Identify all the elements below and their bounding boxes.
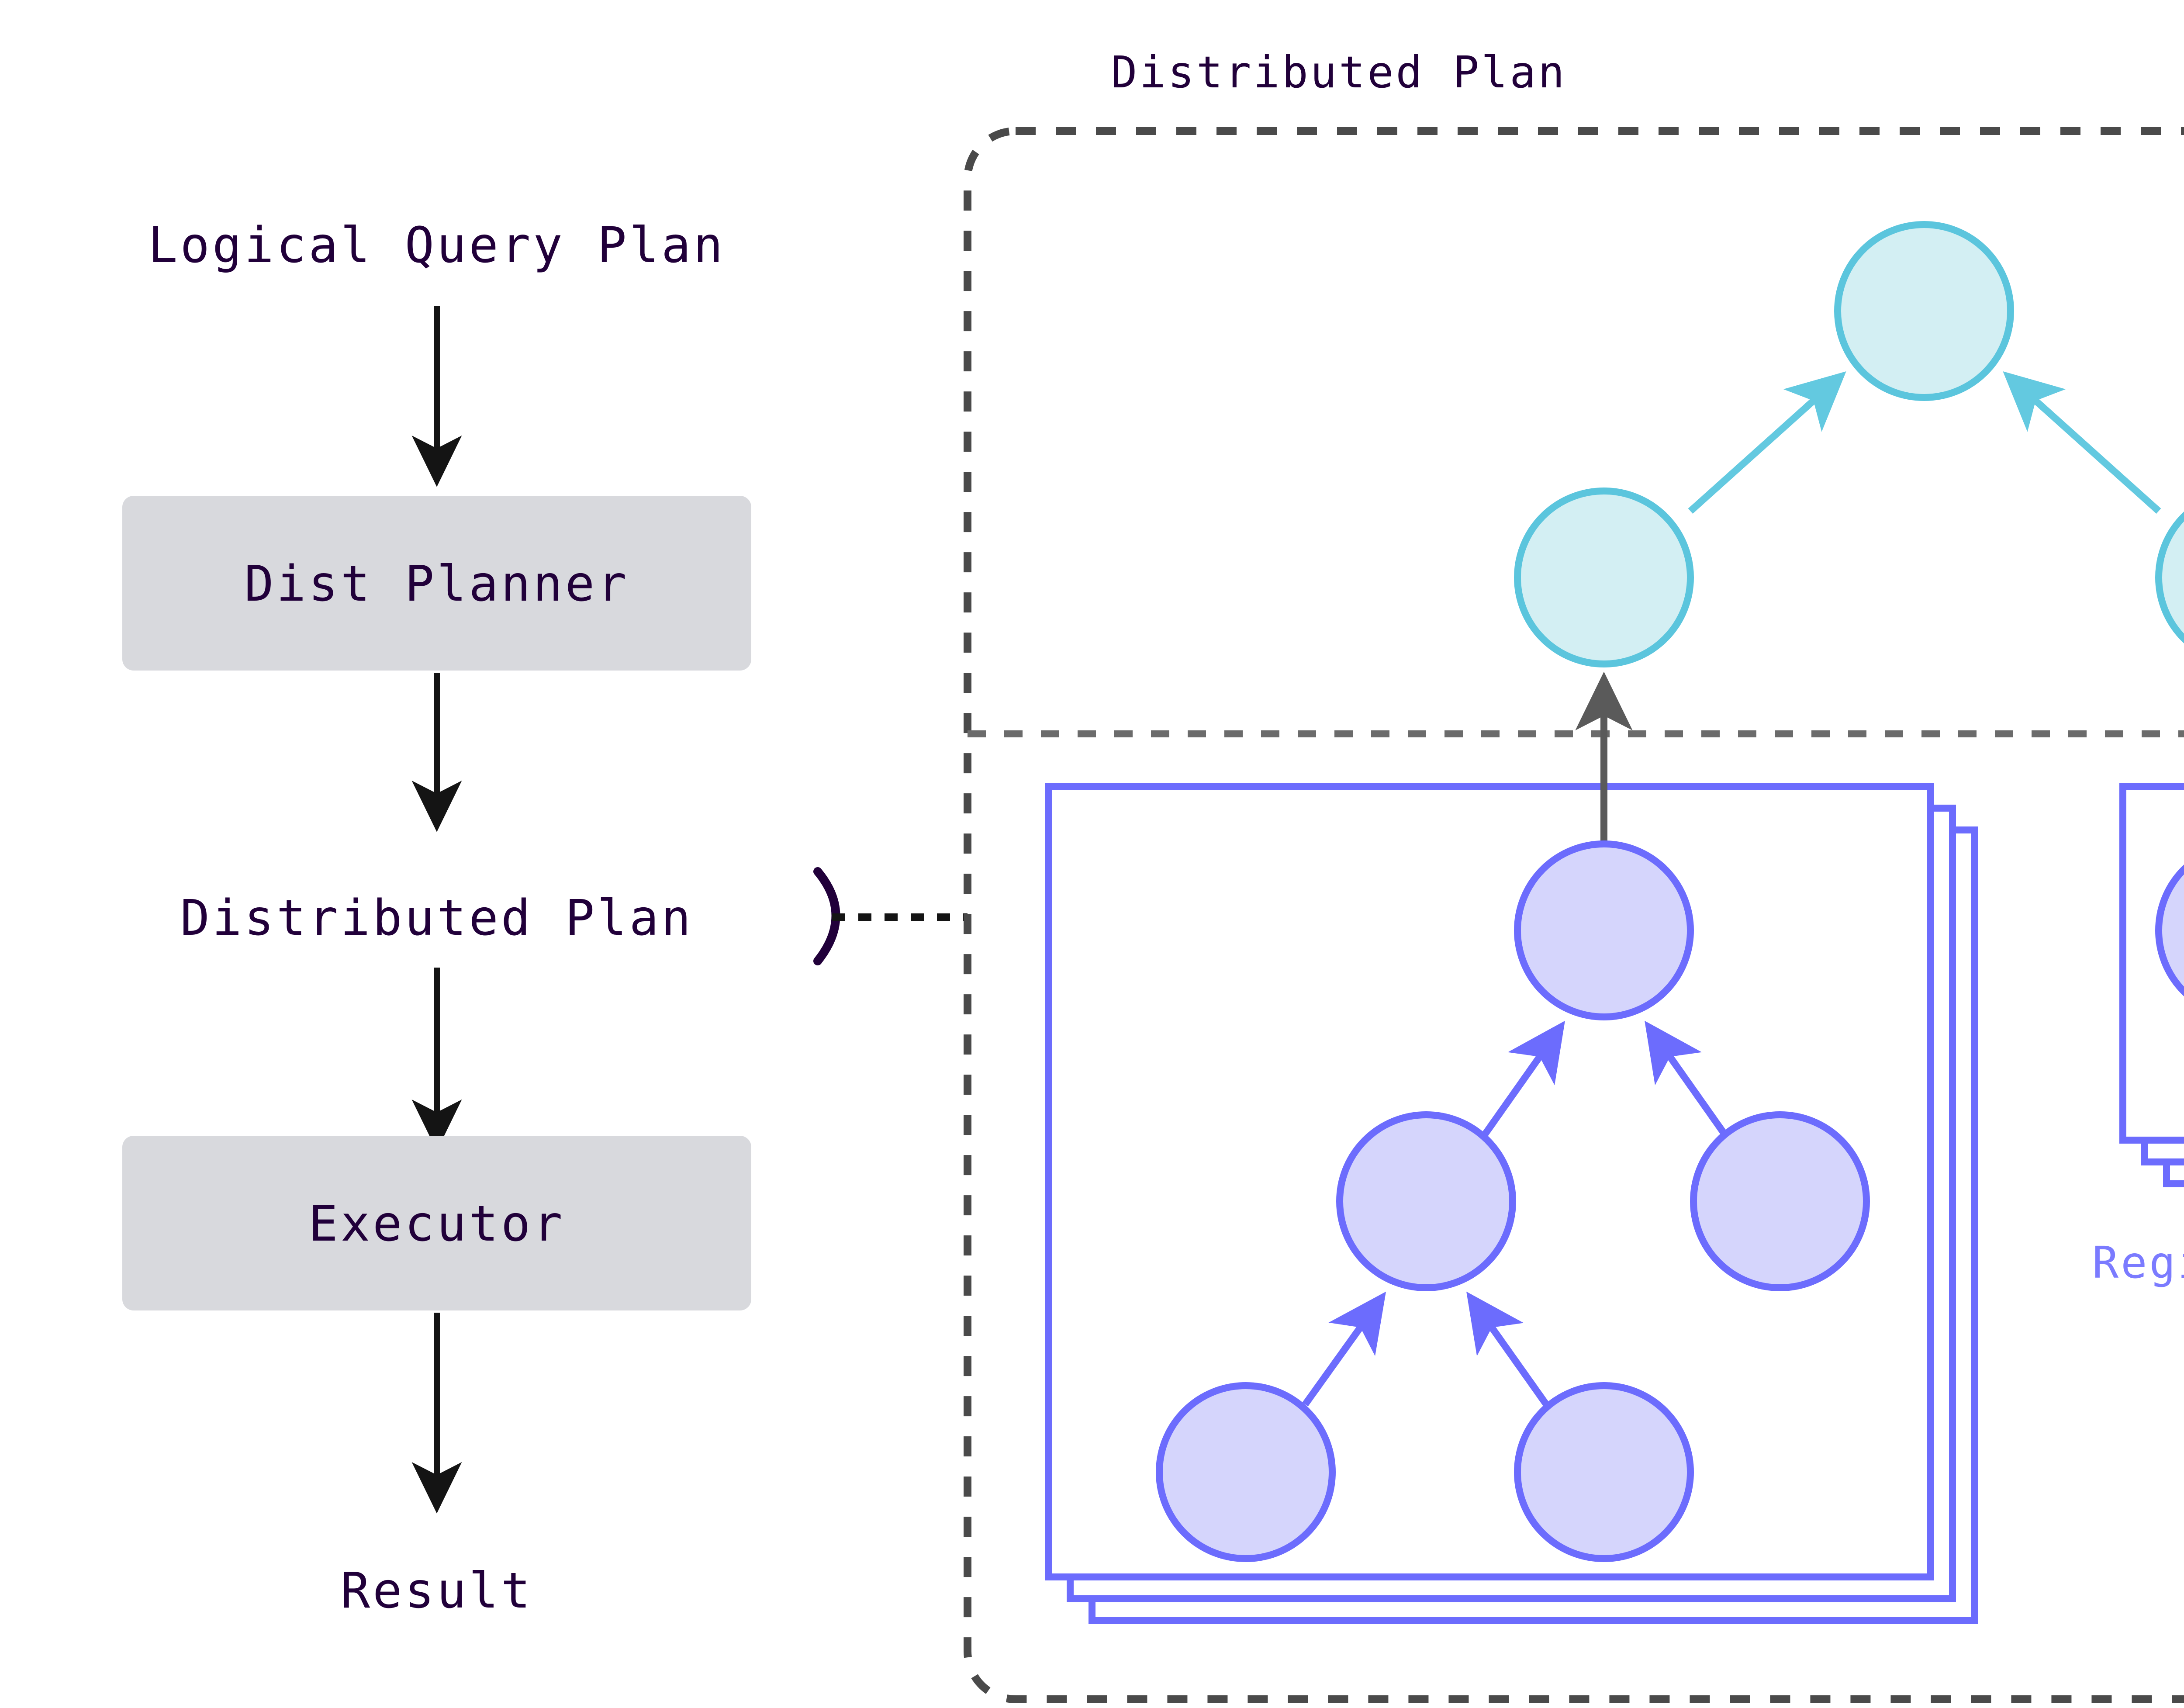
result-label: Result — [341, 1563, 533, 1619]
logical-query-plan-label: Logical Query Plan — [148, 217, 726, 274]
frontend-node-right[interactable] — [2155, 491, 2184, 664]
region-sheet-front-right[interactable] — [2119, 783, 2184, 1144]
regions-label: Regions — [2092, 1237, 2184, 1288]
distributed-plan-label: Distributed Plan — [180, 890, 694, 947]
datanode-node-root-left[interactable] — [1514, 840, 1694, 1020]
datanode-node-mid-left[interactable] — [1336, 1111, 1516, 1291]
dist-planner-box[interactable] — [122, 496, 751, 671]
frontend-node-left[interactable] — [1514, 488, 1694, 667]
datanode-node-root-right[interactable] — [2155, 844, 2184, 1017]
datanode-node-right-left[interactable] — [1690, 1111, 1870, 1291]
executor-box[interactable] — [122, 1136, 751, 1310]
datanode-node-leaf1-left[interactable] — [1156, 1382, 1336, 1562]
edge-fe-right-to-root — [2003, 371, 2161, 514]
dist-planner-label: Dist Planner — [244, 556, 629, 612]
frontend-node-root[interactable] — [1834, 221, 2014, 401]
distributed-plan-container — [964, 127, 2184, 1703]
edge-dn-right-to-root — [1645, 1020, 1728, 1136]
container-title: Distributed Plan — [1111, 47, 1566, 98]
datanode-node-leaf2-left[interactable] — [1514, 1382, 1694, 1562]
executor-label: Executor — [308, 1196, 565, 1252]
edge-dn-mid-to-root — [1482, 1020, 1565, 1136]
edge-dn-leaf1-to-mid — [1302, 1291, 1386, 1407]
edge-dn-leaf2-to-mid — [1466, 1291, 1549, 1407]
edge-fe-left-to-root — [1688, 371, 1846, 514]
